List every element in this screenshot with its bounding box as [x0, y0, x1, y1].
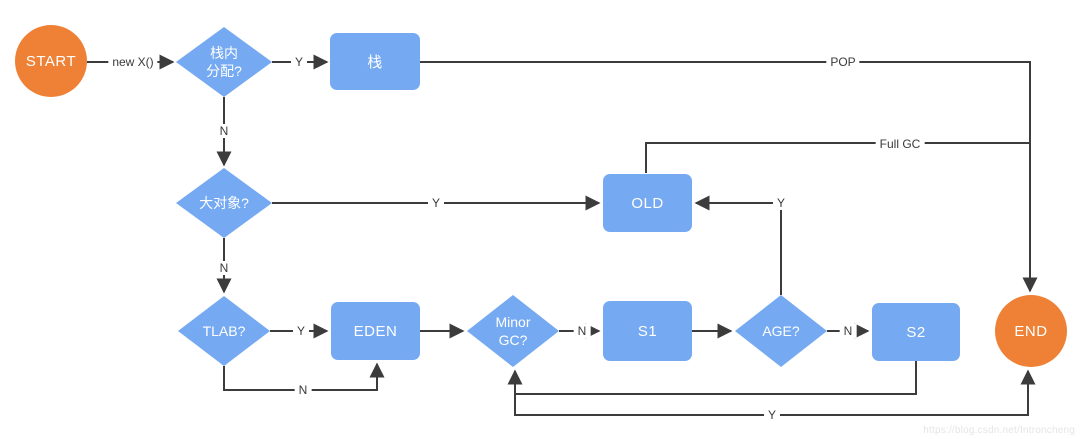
edge-label-pop: POP	[826, 55, 860, 69]
node-stack: 栈	[330, 33, 420, 90]
edge-label-full-gc: Full GC	[875, 137, 925, 151]
edge-label-big-object-n: N	[215, 261, 233, 275]
node-survivor-1: S1	[603, 301, 692, 361]
edge-label-age-n: N	[839, 324, 857, 338]
edge-label-minor-gc-n: N	[573, 324, 591, 338]
edge-old-fullgc-to-end	[645, 142, 1030, 173]
edge-label-stack-alloc-n: N	[215, 124, 233, 138]
edge-label-tlab-n: N	[294, 383, 312, 397]
edge-label-tlab-y: Y	[292, 324, 310, 338]
edge-label-new-x: new X()	[108, 55, 158, 69]
node-eden: EDEN	[331, 302, 420, 360]
edge-label-big-object-y: Y	[427, 196, 445, 210]
edge-label-age-y: Y	[772, 196, 790, 210]
node-end: END	[995, 295, 1067, 367]
watermark: https://blog.csdn.net/Introncheng	[923, 425, 1075, 436]
edge-label-stack-alloc-y: Y	[290, 55, 308, 69]
node-start: START	[15, 25, 87, 97]
edge-age-y-to-old	[694, 195, 782, 295]
node-survivor-2: S2	[872, 303, 960, 361]
edge-stack-pop-to-end	[420, 61, 1038, 293]
edge-label-minor-gc-y: Y	[763, 408, 781, 422]
node-old-gen: OLD	[603, 174, 692, 232]
edge-s2-loop-to-minor-gc	[507, 361, 917, 395]
